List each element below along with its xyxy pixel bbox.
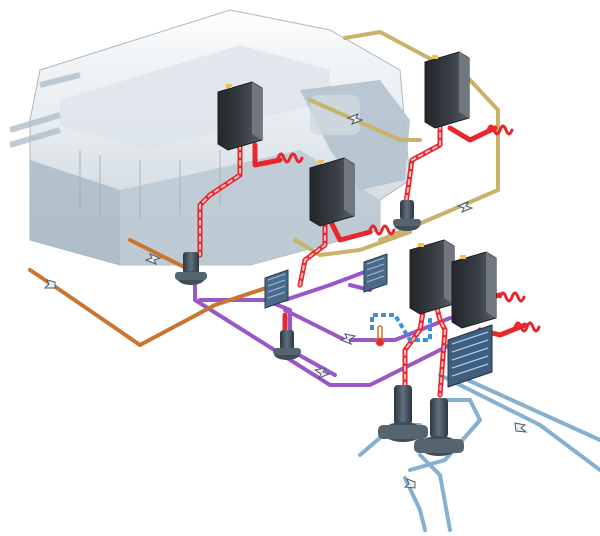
heater-controller-2 xyxy=(309,157,355,227)
raw-water-pipes xyxy=(358,370,600,532)
flow-arrow-icon xyxy=(43,113,528,489)
heater-controller-3 xyxy=(424,51,470,129)
heat-exchanger-3 xyxy=(447,324,493,388)
engine-intake-pipes xyxy=(9,72,81,148)
pump-aux xyxy=(393,200,421,231)
coil-icon xyxy=(276,124,541,333)
pump-purple xyxy=(273,330,301,360)
thermometer-icon xyxy=(375,325,385,347)
thermostat-loop xyxy=(370,313,432,347)
pump-raw-water-1 xyxy=(378,385,428,442)
heater-controller-4 xyxy=(409,239,455,315)
heater-controller-1 xyxy=(217,81,263,151)
pump-raw-water-2 xyxy=(414,398,464,456)
heat-exchanger-2 xyxy=(363,253,388,293)
engine-block xyxy=(9,9,411,266)
heat-exchanger-icon xyxy=(264,253,493,388)
pump-engine xyxy=(175,252,207,285)
heater-controller-5 xyxy=(451,251,497,329)
engine-ribs xyxy=(79,150,221,220)
hot-water-pipes xyxy=(197,122,528,398)
heat-exchanger-1 xyxy=(264,269,289,309)
pump-icon xyxy=(175,200,464,456)
